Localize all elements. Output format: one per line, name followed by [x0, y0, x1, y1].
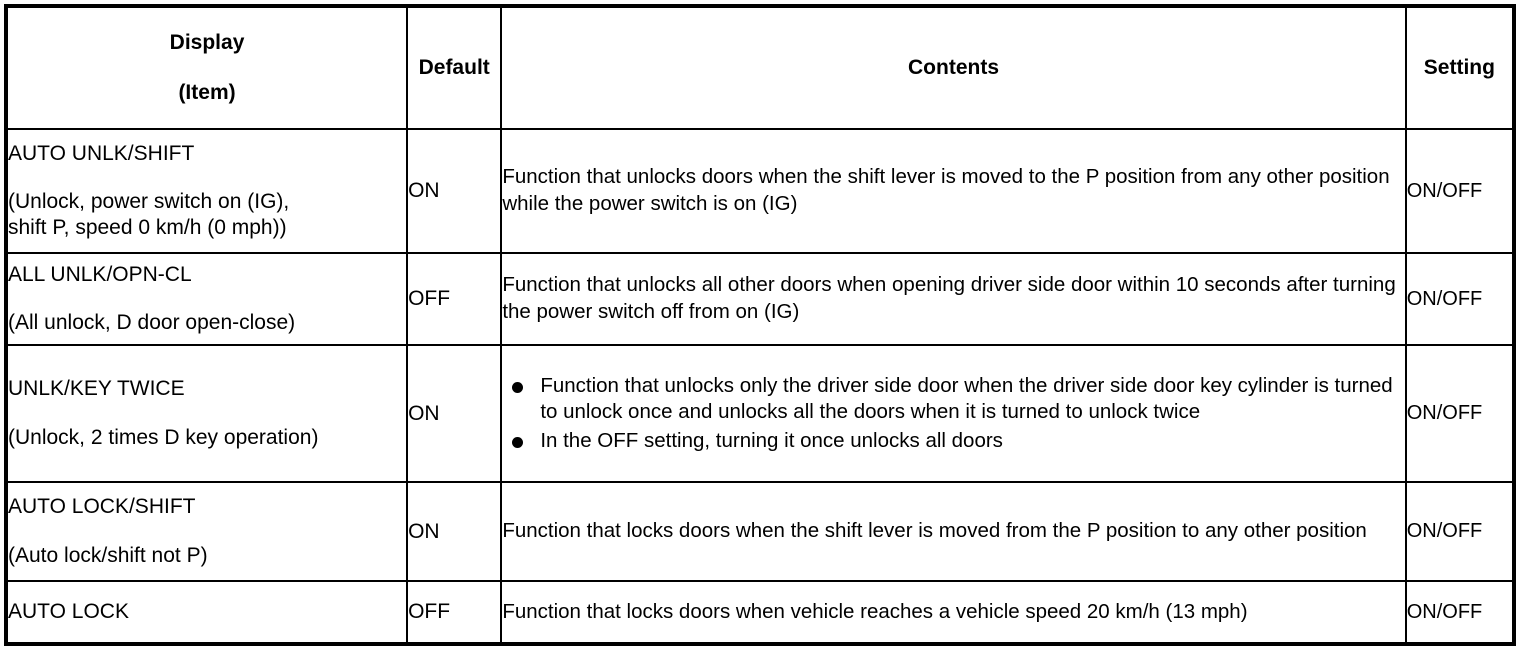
cell-contents: Function that locks doors when the shift… — [500, 481, 1407, 582]
table-header-row: Display (Item) Default Contents Setting — [4, 5, 1516, 130]
door-lock-settings-table: Display (Item) Default Contents Setting … — [4, 4, 1516, 646]
display-item-description: (Auto lock/shift not P) — [8, 543, 406, 569]
cell-setting-value: ON/OFF — [1404, 344, 1516, 483]
table-row: UNLK/KEY TWICE (Unlock, 2 times D key op… — [4, 344, 1516, 483]
contents-paragraph: Function that unlocks doors when the shi… — [502, 165, 1390, 215]
contents-bullet-item: In the OFF setting, turning it once unlo… — [502, 428, 1404, 455]
column-header-display: Display (Item) — [4, 5, 409, 130]
table-body: AUTO UNLK/SHIFT (Unlock, power switch on… — [4, 128, 1516, 645]
cell-default-value: OFF — [406, 580, 503, 645]
cell-default-value: ON — [406, 481, 503, 582]
display-item-name: ALL UNLK/OPN-CL — [8, 262, 192, 286]
display-item-description-line: (Unlock, 2 times D key operation) — [8, 425, 319, 449]
display-item-name: AUTO LOCK/SHIFT — [8, 495, 196, 519]
column-header-display-main: Display — [169, 30, 245, 54]
table-row: AUTO UNLK/SHIFT (Unlock, power switch on… — [4, 128, 1516, 254]
display-item-name: AUTO LOCK — [8, 599, 129, 623]
column-header-display-sub: (Item) — [178, 81, 236, 104]
display-item-description: (All unlock, D door open-close) — [8, 310, 406, 336]
display-item-description-line: shift P, speed 0 km/h (0 mph)) — [8, 216, 287, 240]
cell-display: AUTO UNLK/SHIFT (Unlock, power switch on… — [4, 128, 409, 254]
display-item-name: AUTO UNLK/SHIFT — [8, 141, 195, 165]
contents-bullet-item: Function that unlocks only the driver si… — [502, 373, 1404, 426]
column-header-contents: Contents — [500, 5, 1407, 130]
display-item-description-line: (All unlock, D door open-close) — [8, 311, 296, 334]
cell-display: UNLK/KEY TWICE (Unlock, 2 times D key op… — [4, 344, 409, 483]
display-item-description-line: (Unlock, power switch on (IG), — [8, 189, 290, 213]
cell-contents: Function that unlocks doors when the shi… — [500, 128, 1407, 254]
table-row: AUTO LOCK OFF Function that locks doors … — [4, 580, 1516, 645]
table-row: ALL UNLK/OPN-CL (All unlock, D door open… — [4, 252, 1516, 346]
column-header-default: Default — [406, 5, 503, 130]
contents-bullet-list: Function that unlocks only the driver si… — [502, 373, 1404, 455]
cell-contents: Function that locks doors when vehicle r… — [500, 580, 1407, 645]
cell-display: ALL UNLK/OPN-CL (All unlock, D door open… — [4, 252, 409, 346]
display-item-description: (Unlock, 2 times D key operation) — [8, 425, 406, 451]
cell-default-value: ON — [406, 128, 503, 254]
display-item-description-line: (Auto lock/shift not P) — [8, 543, 208, 567]
display-item-description: (Unlock, power switch on (IG), shift P, … — [8, 189, 406, 242]
cell-display: AUTO LOCK — [4, 580, 409, 645]
cell-setting-value: ON/OFF — [1404, 252, 1516, 346]
cell-contents: Function that unlocks all other doors wh… — [500, 252, 1407, 346]
contents-paragraph: Function that unlocks all other doors wh… — [502, 273, 1396, 323]
cell-setting-value: ON/OFF — [1404, 481, 1516, 582]
table-header: Display (Item) Default Contents Setting — [4, 5, 1516, 130]
cell-setting-value: ON/OFF — [1404, 128, 1516, 254]
display-item-name: UNLK/KEY TWICE — [8, 377, 185, 401]
contents-paragraph: Function that locks doors when vehicle r… — [502, 599, 1248, 623]
contents-paragraph: Function that locks doors when the shift… — [502, 519, 1367, 543]
cell-default-value: ON — [406, 344, 503, 483]
cell-setting-value: ON/OFF — [1404, 580, 1516, 645]
cell-default-value: OFF — [406, 252, 503, 346]
cell-display: AUTO LOCK/SHIFT (Auto lock/shift not P) — [4, 481, 409, 582]
table-row: AUTO LOCK/SHIFT (Auto lock/shift not P) … — [4, 481, 1516, 582]
column-header-setting: Setting — [1404, 5, 1516, 130]
cell-contents: Function that unlocks only the driver si… — [500, 344, 1407, 483]
